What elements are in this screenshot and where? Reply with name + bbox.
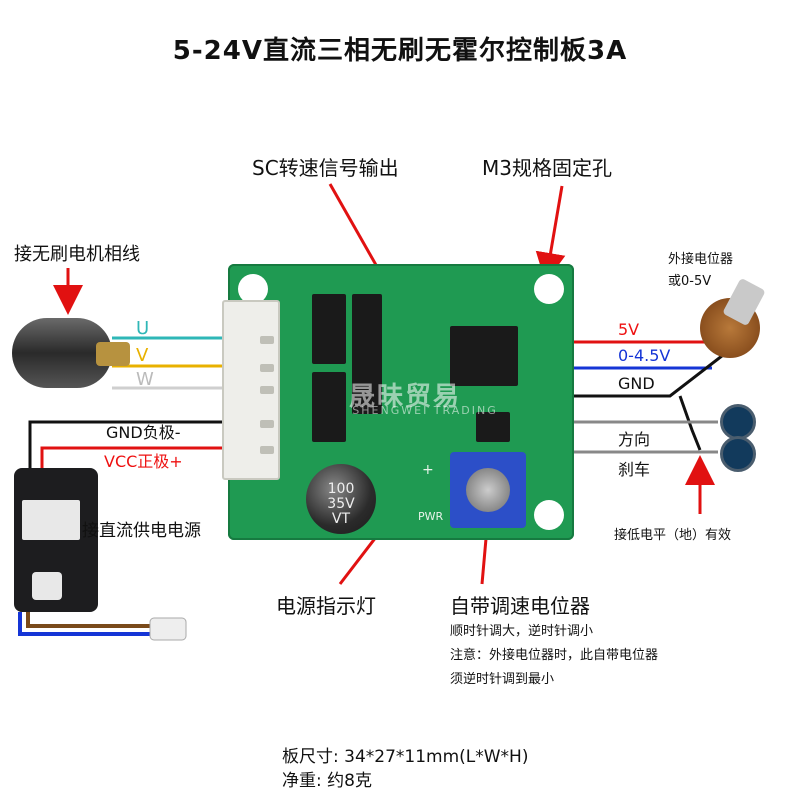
label-pot-note-2: 注意：外接电位器时，此自带电位器: [450, 648, 659, 663]
connector-pin: [260, 386, 274, 394]
plus-silkscreen: +: [422, 462, 434, 478]
label-sc-signal: SC转速信号输出: [252, 156, 399, 180]
mosfet-chip-1: [312, 294, 346, 364]
motor-connector: [222, 300, 280, 480]
mosfet-chip-3: [352, 294, 382, 414]
psu-label: [22, 500, 80, 540]
connector-pin: [260, 420, 274, 428]
watermark-text: 晟昧贸易: [348, 382, 461, 412]
label-w: W: [136, 369, 154, 390]
wire-gnd-right: [540, 340, 741, 398]
wire-gnd: [28, 420, 250, 470]
regulator-ic: [476, 412, 510, 442]
label-v: V: [136, 345, 149, 366]
watermark-subtext: SHENGWEI TRADING: [352, 404, 498, 417]
wire-ac-brown: [26, 612, 150, 628]
label-power-led: 电源指示灯: [276, 594, 376, 618]
label-pot-note-1: 顺时针调大，逆时针调小: [450, 624, 594, 639]
label-gnd-negative: GND负极-: [106, 423, 181, 442]
potentiometer-knob[interactable]: [466, 468, 510, 512]
electrolytic-capacitor: [306, 464, 376, 534]
spec-size: 板尺寸: 34*27*11mm(L*W*H): [282, 747, 529, 767]
label-motor-phase: 接无刷电机相线: [14, 244, 140, 265]
label-u: U: [136, 318, 150, 339]
label-external-pot-1: 外接电位器: [668, 252, 734, 267]
mount-hole-top-left: [238, 274, 268, 304]
label-pin-direction: 方向: [618, 430, 651, 449]
label-vcc-positive: VCC正极+: [104, 452, 183, 471]
connector-pin: [260, 446, 274, 454]
mount-hole-top-right: [534, 274, 564, 304]
label-pin-brake: 刹车: [618, 460, 651, 479]
connector-pin: [260, 364, 274, 372]
controller-ic: [450, 326, 518, 386]
wire-ac-blue: [18, 612, 150, 636]
label-m3-hole: M3规格固定孔: [482, 156, 612, 180]
pwr-silkscreen: PWR: [418, 510, 444, 523]
label-pin-gnd: GND: [618, 374, 655, 393]
label-external-pot-2: 或0-5V: [668, 274, 712, 289]
label-pot-note-3: 须逆时针调到最小: [450, 672, 555, 687]
capacitor-marking: 100 35V VT: [306, 482, 376, 527]
capacitor-value: 100: [327, 481, 355, 497]
direction-button[interactable]: [720, 404, 756, 440]
label-pin-0-4-5v: 0-4.5V: [618, 346, 671, 365]
label-low-level-active: 接低电平（地）有效: [614, 528, 732, 543]
label-dc-supply: 接直流供电电源: [82, 521, 201, 541]
page-title: 5-24V直流三相无刷无霍尔控制板3A: [172, 36, 628, 66]
mosfet-chip-2: [312, 372, 346, 442]
brake-button[interactable]: [720, 436, 756, 472]
psu-socket: [32, 572, 62, 600]
capacitor-series: VT: [331, 511, 351, 527]
wire-vcc: [40, 446, 250, 470]
ac-plug: [149, 617, 187, 641]
motor-shaft: [96, 342, 130, 366]
spec-weight: 净重: 约8克: [282, 771, 372, 791]
capacitor-voltage: 35V: [327, 496, 355, 512]
connector-pin: [260, 336, 274, 344]
mount-hole-bottom-right: [534, 500, 564, 530]
brushless-motor-image: [12, 318, 112, 388]
label-pin-5v: 5V: [618, 320, 640, 339]
arrow-m3: [535, 185, 566, 283]
label-onboard-pot: 自带调速电位器: [450, 594, 590, 618]
wire-gnd-buttons: [678, 395, 702, 451]
